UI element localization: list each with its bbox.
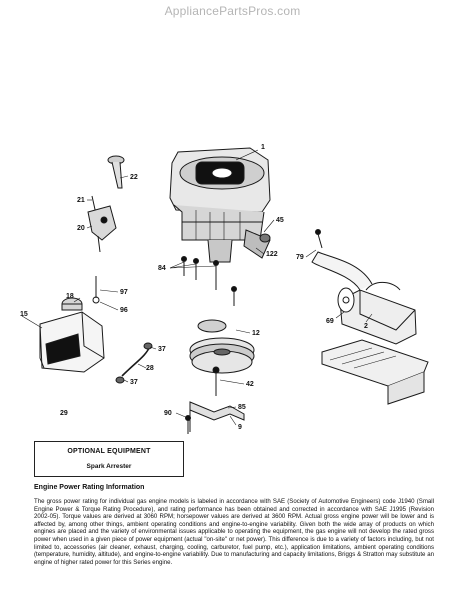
callout-21: 21 (77, 197, 85, 204)
callout-12: 12 (252, 330, 260, 337)
optional-equipment-item: Spark Arrester (86, 463, 132, 470)
belt-guide-drawing (185, 401, 245, 434)
engine-rating-heading: Engine Power Rating Information (34, 484, 145, 491)
callout-45: 45 (276, 217, 284, 224)
callout-28: 28 (146, 365, 154, 372)
callout-122: 122 (266, 251, 278, 258)
callout-84: 84 (158, 265, 166, 272)
callout-29: 29 (60, 410, 68, 417)
fuel-tank-drawing (39, 276, 105, 373)
optional-equipment-title: OPTIONAL EQUIPMENT (67, 448, 151, 455)
callout-20: 20 (77, 225, 85, 232)
ignition-key-drawing (107, 155, 125, 189)
callout-79: 79 (296, 254, 304, 261)
callout-90: 90 (164, 410, 172, 417)
optional-equipment-box: OPTIONAL EQUIPMENT Spark Arrester (34, 441, 184, 477)
callout-15: 15 (20, 311, 28, 318)
callout-37-upper: 37 (158, 346, 166, 353)
callout-2: 2 (364, 323, 368, 330)
callout-37-lower: 37 (130, 379, 138, 386)
callout-69: 69 (326, 318, 334, 325)
callout-97: 97 (120, 289, 128, 296)
mounting-bolts (181, 256, 237, 306)
callout-22: 22 (130, 174, 138, 181)
engine-mount-bracket-drawing (321, 339, 429, 405)
engine-rating-body: The gross power rating for individual ga… (34, 498, 434, 566)
callout-85: 85 (238, 404, 246, 411)
muffler-drawing (311, 251, 417, 345)
throttle-control-drawing (87, 195, 117, 253)
callout-18: 18 (66, 293, 74, 300)
fuel-line-drawing (115, 342, 153, 384)
callout-9: 9 (238, 424, 242, 431)
engine-drawing (169, 147, 271, 263)
watermark-text: AppliancePartsPros.com (164, 4, 301, 18)
pulley-drawing (189, 319, 255, 374)
pulley-bolt-drawing (212, 366, 220, 396)
callout-42: 42 (246, 381, 254, 388)
callout-96: 96 (120, 307, 128, 314)
callout-1: 1 (261, 144, 265, 151)
